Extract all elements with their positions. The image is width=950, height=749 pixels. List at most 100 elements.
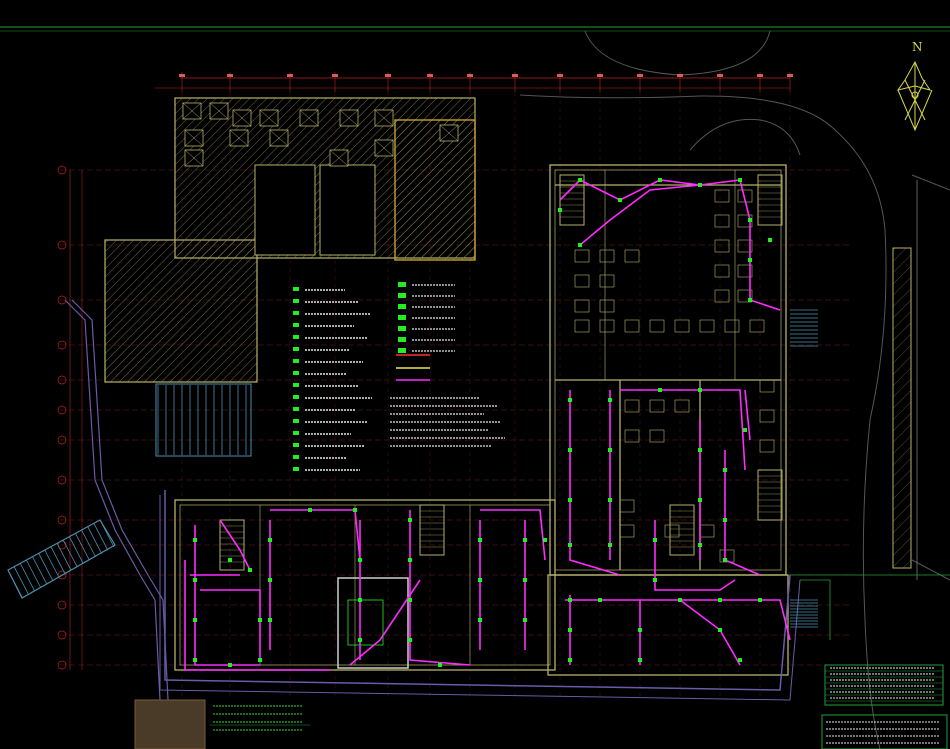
title-table-2 xyxy=(821,714,948,749)
bottom-notes xyxy=(134,699,310,749)
device-marker xyxy=(568,498,572,502)
device-marker xyxy=(698,183,702,187)
dim-marker xyxy=(287,74,293,77)
shaft-cross xyxy=(184,149,204,167)
device-marker xyxy=(258,618,262,622)
circuit-run xyxy=(349,579,421,666)
device-marker xyxy=(658,388,662,392)
room-fixtures xyxy=(219,174,818,669)
left-dimension-chain xyxy=(69,170,83,670)
device-marker xyxy=(523,618,527,622)
dim-marker xyxy=(385,74,391,77)
circuit-run xyxy=(184,560,330,671)
fixture xyxy=(619,499,635,513)
device-marker xyxy=(608,543,612,547)
circuit-run xyxy=(219,519,251,571)
stair-core xyxy=(559,174,585,226)
fixture xyxy=(724,319,740,333)
fixture xyxy=(664,524,680,538)
device-marker xyxy=(478,538,482,542)
device-marker xyxy=(568,543,572,547)
legend-symbol xyxy=(293,347,299,351)
device-marker xyxy=(723,468,727,472)
device-marker xyxy=(738,658,742,662)
fixture xyxy=(699,319,715,333)
shaft-cross xyxy=(259,109,279,127)
circuit-run xyxy=(749,299,781,311)
device-marker xyxy=(408,638,412,642)
device-marker xyxy=(353,508,357,512)
grid-bubble xyxy=(57,405,67,415)
device-marker xyxy=(408,518,412,522)
device-marker xyxy=(438,663,442,667)
device-marker xyxy=(698,543,702,547)
circuit-run xyxy=(200,589,261,660)
ramp-tread xyxy=(26,559,41,588)
device-marker xyxy=(638,628,642,632)
legend-symbol xyxy=(293,323,299,327)
legend-symbol xyxy=(293,359,299,363)
legend-symbol xyxy=(293,431,299,435)
fixture xyxy=(714,289,730,303)
legend-symbol xyxy=(293,335,299,339)
fixture xyxy=(624,319,640,333)
fixture xyxy=(674,319,690,333)
device-marker xyxy=(558,208,562,212)
grid-bubble xyxy=(57,435,67,445)
shaft-cross xyxy=(269,129,289,147)
stair-core-box xyxy=(669,504,695,556)
device-marker xyxy=(568,598,572,602)
device-marker xyxy=(568,658,572,662)
legend-symbol xyxy=(293,443,299,447)
device-marker xyxy=(718,628,722,632)
device-marker xyxy=(748,218,752,222)
fixture xyxy=(649,429,665,443)
stair-core-box xyxy=(757,469,783,521)
device-marker xyxy=(193,658,197,662)
fixture xyxy=(674,399,690,413)
device-marker xyxy=(748,298,752,302)
device-marker xyxy=(408,558,412,562)
grid-bubble xyxy=(57,240,67,250)
device-marker xyxy=(358,598,362,602)
shaft-cross xyxy=(184,129,204,147)
ramp-tread xyxy=(68,536,84,564)
dim-marker xyxy=(227,74,233,77)
title-leader xyxy=(790,574,950,640)
grid-bubble xyxy=(57,600,67,610)
fixture xyxy=(749,319,765,333)
device-marker xyxy=(658,178,662,182)
device-marker xyxy=(578,243,582,247)
device-marker xyxy=(568,448,572,452)
device-marker xyxy=(523,538,527,542)
device-marker xyxy=(698,448,702,452)
fixture xyxy=(599,274,615,288)
device-marker xyxy=(568,628,572,632)
ramp-tread xyxy=(7,569,23,598)
grid-bubble xyxy=(57,165,67,175)
dim-marker xyxy=(467,74,473,77)
device-marker xyxy=(193,578,197,582)
device-marker xyxy=(638,658,642,662)
device-marker xyxy=(738,178,742,182)
device-marker xyxy=(608,498,612,502)
device-marker xyxy=(268,578,272,582)
stair-core xyxy=(757,174,783,226)
drawing-frame xyxy=(0,26,950,32)
circuit-run xyxy=(270,509,361,561)
north-arrow-icon xyxy=(896,60,933,132)
ramp-tread xyxy=(75,533,90,561)
dim-marker xyxy=(179,74,185,77)
dim-marker xyxy=(787,74,793,77)
legend-symbol xyxy=(398,337,406,342)
device-marker xyxy=(408,598,412,602)
ramp-tread xyxy=(99,519,115,548)
dim-marker xyxy=(717,74,723,77)
fixture xyxy=(759,439,775,453)
device-marker xyxy=(758,598,762,602)
grid-bubble xyxy=(57,475,67,485)
device-marker xyxy=(543,538,547,542)
device-marker xyxy=(598,598,602,602)
